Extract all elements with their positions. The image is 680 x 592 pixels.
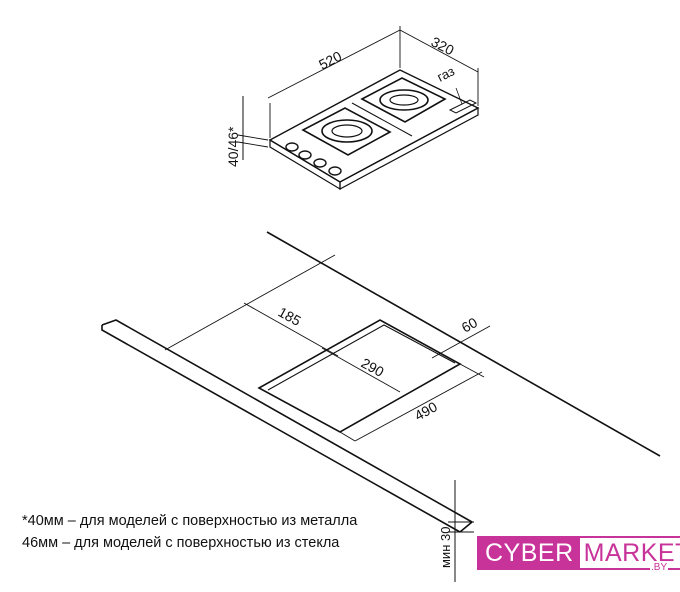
note-glass: 46мм – для моделей с поверхностью из сте… (22, 535, 340, 551)
knob-1 (285, 142, 299, 152)
burner-front-cap (331, 124, 363, 138)
hob-side-edge (339, 106, 479, 191)
countertop-back-edge (266, 231, 661, 457)
dim-290: 290 (321, 347, 401, 393)
dim-cut-length-label: 490 (412, 398, 440, 423)
logo-suffix: .BY (650, 562, 669, 573)
knob-3 (313, 158, 327, 168)
dim-offset-side-label: 185 (276, 304, 304, 329)
gas-inlet (448, 99, 478, 114)
dim-60: 60 (431, 314, 491, 359)
burner-back-ring (379, 89, 429, 111)
dim-490: 490 (339, 363, 485, 442)
hob-isometric-view: 520 320 газ 40/46* (225, 26, 480, 191)
dim-cut-width-label: 290 (359, 355, 387, 380)
countertop-cutout-view: 185 60 290 490 мин 30 (101, 231, 661, 582)
gas-label: газ (435, 63, 457, 84)
dim-width-label: 520 (316, 48, 344, 73)
countertop-front-top (101, 319, 473, 523)
cutout-inner-edge (267, 324, 456, 391)
burner-front-ring (321, 119, 373, 143)
logo-part-cyber: CYBER (479, 538, 580, 568)
burner-back-grate (360, 77, 447, 123)
dim-depth-label: 320 (429, 33, 457, 58)
control-knobs (285, 142, 342, 176)
burner-back-cap (389, 94, 419, 106)
countertop-front-bottom (101, 325, 461, 533)
dim-height-label: 40/46* (225, 126, 241, 167)
dim-min-thickness-label: мин 30 (438, 527, 453, 568)
burner-divider (351, 102, 413, 137)
countertop-reference-line (164, 254, 336, 351)
hob-front-edge (269, 138, 341, 191)
knob-2 (298, 150, 312, 160)
dim-min-thickness: мин 30 (438, 480, 474, 582)
note-metal: *40мм – для моделей с поверхностью из ме… (22, 513, 358, 529)
dim-height: 40/46* (225, 96, 269, 167)
knob-4 (328, 166, 342, 176)
dim-offset-back-label: 60 (459, 314, 481, 336)
dim-185: 185 (243, 302, 339, 357)
burner-front-grate (301, 107, 392, 156)
countertop-front-right (459, 521, 473, 533)
